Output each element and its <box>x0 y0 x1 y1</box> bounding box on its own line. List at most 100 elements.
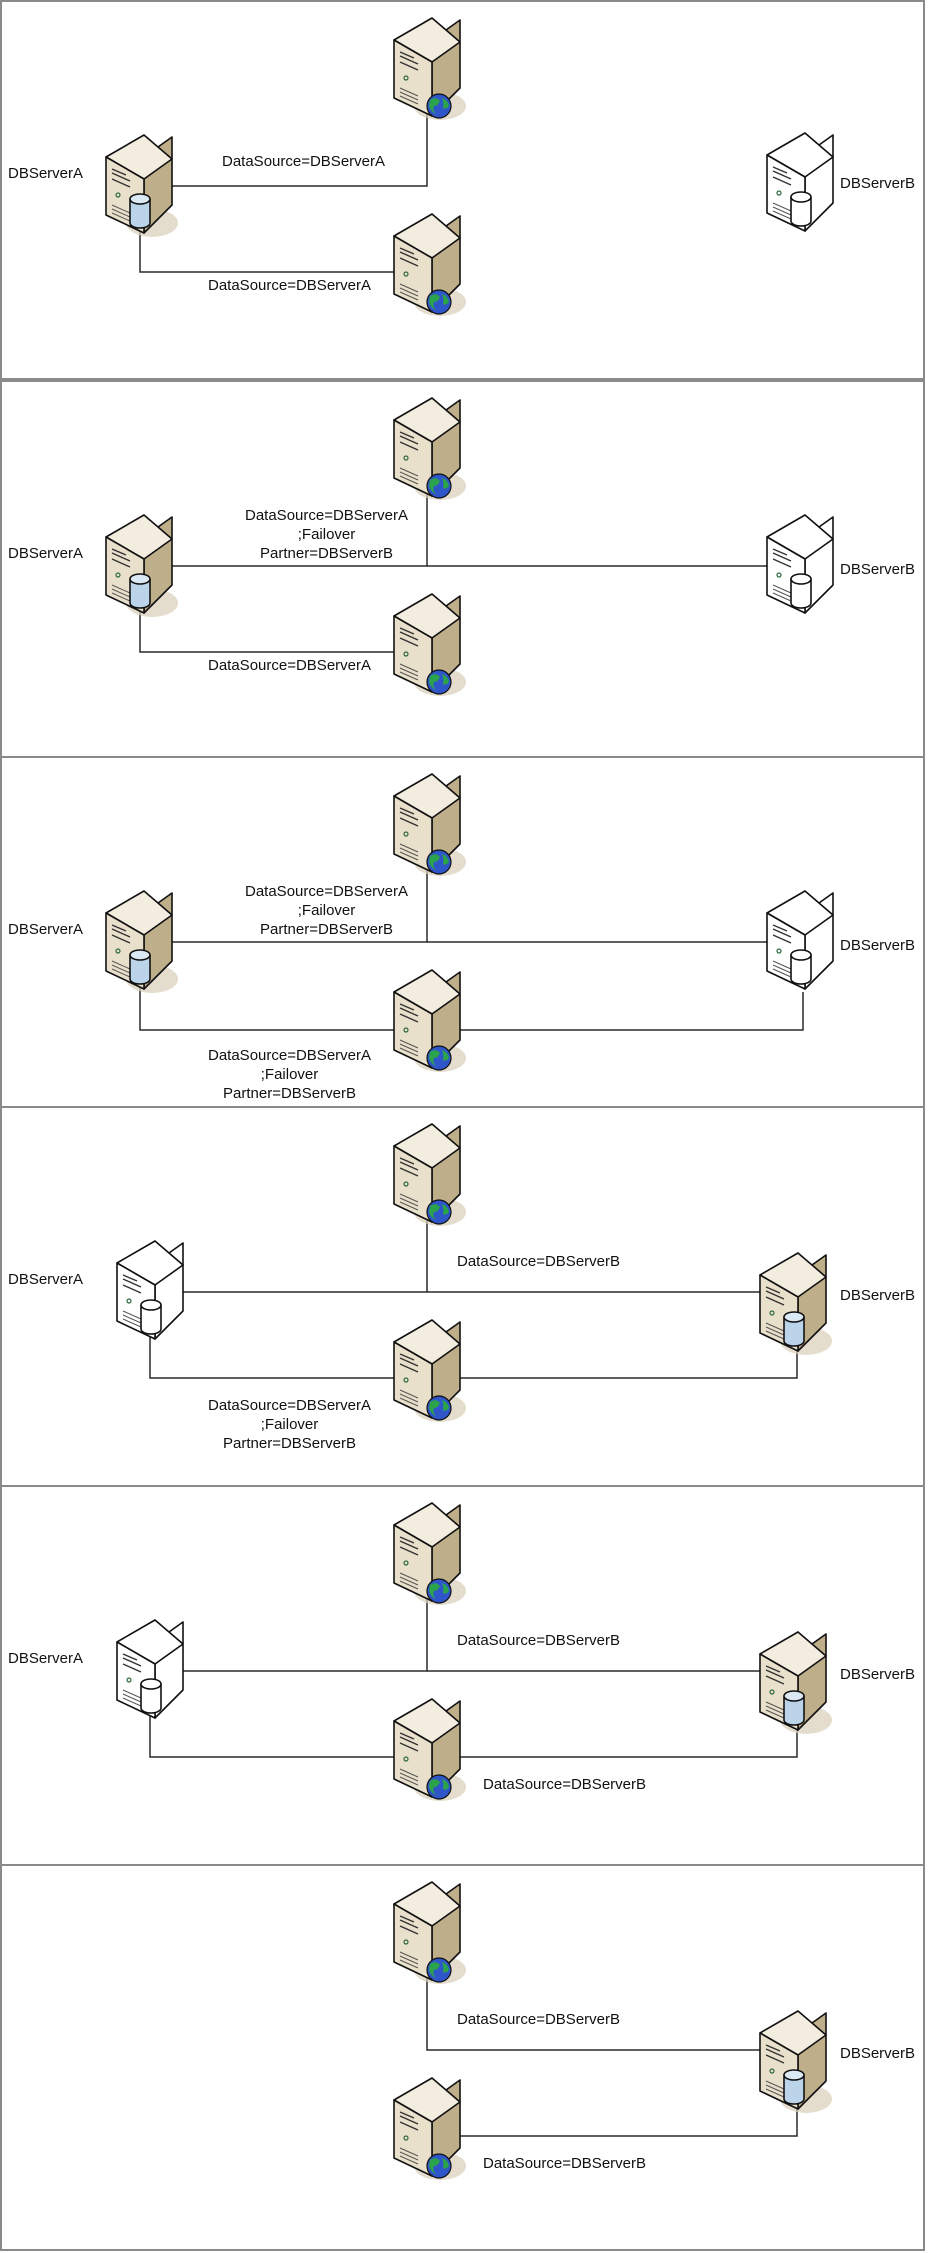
label-line: DataSource=DBServerB <box>483 1776 646 1793</box>
web-server-bottom <box>393 2077 466 2180</box>
label-line: DataSource=DBServerB <box>457 1632 620 1649</box>
db-server-a <box>116 1619 184 1719</box>
globe-icon <box>426 2153 452 2179</box>
db-server-b <box>766 514 834 614</box>
web-server-top <box>393 1881 466 1984</box>
web-server-bottom <box>393 969 466 1072</box>
scenario-panel-6: DBServerB DataSource=DBServerB DataSource=… <box>0 1864 925 2251</box>
db-server-b-label: DBServerB <box>840 560 915 579</box>
db-server-a-label: DBServerA <box>8 1270 83 1289</box>
db-server-b <box>759 1252 832 1355</box>
globe-icon <box>426 1199 452 1225</box>
globe-icon <box>426 849 452 875</box>
globe-icon <box>426 473 452 499</box>
db-server-b-label: DBServerB <box>840 2044 915 2063</box>
globe-icon <box>426 1045 452 1071</box>
database-cylinder-icon <box>783 1690 805 1726</box>
database-cylinder-icon <box>129 193 151 229</box>
web-server-bottom-connection-label: DataSource=DBServerB <box>483 2154 646 2173</box>
scenario-canvas <box>116 1123 832 1422</box>
web-server-top <box>393 773 466 876</box>
label-line: DBServerB <box>840 937 916 954</box>
label-line: Partner=DBServerB <box>260 921 393 938</box>
database-cylinder-icon <box>790 949 812 985</box>
db-server-a-label: DBServerA <box>8 1649 83 1668</box>
globe-icon <box>426 669 452 695</box>
scenario-panel-3: DBServerA DBServerB DataSource=DBServerA ;F… <box>0 756 925 1108</box>
web-server-top-connection-label: DataSource=DBServerA <box>222 152 385 171</box>
database-cylinder-icon <box>140 1299 162 1335</box>
db-server-a <box>105 890 178 993</box>
connection-line <box>139 74 428 273</box>
label-line: DBServerB <box>840 1287 916 1304</box>
db-server-b-label: DBServerB <box>840 174 915 193</box>
label-line: DataSource=DBServerB <box>457 2011 620 2028</box>
db-server-b-label: DBServerB <box>840 936 915 955</box>
label-line: DataSource=DBServerA <box>245 883 408 900</box>
web-server-top <box>393 1502 466 1605</box>
label-line: DBServerA <box>8 921 84 938</box>
label-line: DataSource=DBServerA <box>208 1397 371 1414</box>
label-line: DataSource=DBServerA <box>208 1047 371 1064</box>
scenario-panel-5: DBServerA DBServerB DataSource=DBServerB Da… <box>0 1485 925 1866</box>
label-line: DBServerB <box>840 1666 916 1683</box>
label-line: ;Failover <box>297 526 356 543</box>
scenario-canvas <box>116 1502 832 1801</box>
web-server-top <box>393 17 466 120</box>
db-server-a-label: DBServerA <box>8 920 83 939</box>
label-line: Partner=DBServerB <box>223 1085 356 1102</box>
label-line: ;Failover <box>260 1066 319 1083</box>
db-server-b <box>759 2010 832 2113</box>
db-server-b <box>766 890 834 990</box>
label-line: DataSource=DBServerA <box>208 657 371 674</box>
database-cylinder-icon <box>129 573 151 609</box>
label-line: DataSource=DBServerA <box>208 277 371 294</box>
globe-icon <box>426 93 452 119</box>
scenario-panel-1: DBServerA DBServerB DataSource=DBServerA Da… <box>0 0 925 380</box>
db-server-b-label: DBServerB <box>840 1665 915 1684</box>
db-server-b <box>766 132 834 232</box>
web-server-top-connection-label: DataSource=DBServerB <box>457 1631 620 1650</box>
label-line: DataSource=DBServerB <box>483 2155 646 2172</box>
database-cylinder-icon <box>790 573 812 609</box>
scenario-canvas <box>105 397 834 696</box>
label-line: ;Failover <box>297 902 356 919</box>
connection-line <box>427 1342 798 1379</box>
connection-line <box>427 1721 798 1758</box>
label-line: DBServerB <box>840 561 916 578</box>
connection-line <box>149 1180 428 1379</box>
label-line: ;Failover <box>260 1416 319 1433</box>
scenario-canvas <box>105 773 834 1072</box>
database-cylinder-icon <box>790 191 812 227</box>
scenario-canvas <box>393 1881 832 2180</box>
label-line: DBServerA <box>8 1650 84 1667</box>
globe-icon <box>426 289 452 315</box>
web-server-top-connection-label: DataSource=DBServerB <box>457 2010 620 2029</box>
web-server-bottom <box>393 213 466 316</box>
connection-line <box>427 2100 798 2137</box>
label-line: DBServerB <box>840 2045 916 2062</box>
label-line: Partner=DBServerB <box>223 1435 356 1452</box>
globe-icon <box>426 1774 452 1800</box>
db-server-a <box>105 514 178 617</box>
web-server-top-connection-label: DataSource=DBServerB <box>457 1252 620 1271</box>
db-server-a-label: DBServerA <box>8 164 83 183</box>
web-server-bottom <box>393 1698 466 1801</box>
connection-line <box>149 1559 428 1758</box>
connection-line <box>427 992 804 1031</box>
label-line: DBServerA <box>8 165 84 182</box>
scenario-panel-4: DBServerA DBServerB DataSource=DBServerB Da… <box>0 1106 925 1487</box>
label-line: DataSource=DBServerA <box>222 153 385 170</box>
globe-icon <box>426 1957 452 1983</box>
label-line: DBServerB <box>840 175 916 192</box>
web-server-bottom-connection-label: DataSource=DBServerA <box>208 656 371 675</box>
web-server-bottom <box>393 1319 466 1422</box>
database-cylinder-icon <box>140 1678 162 1714</box>
label-line: DataSource=DBServerA <box>245 507 408 524</box>
web-server-top <box>393 1123 466 1226</box>
